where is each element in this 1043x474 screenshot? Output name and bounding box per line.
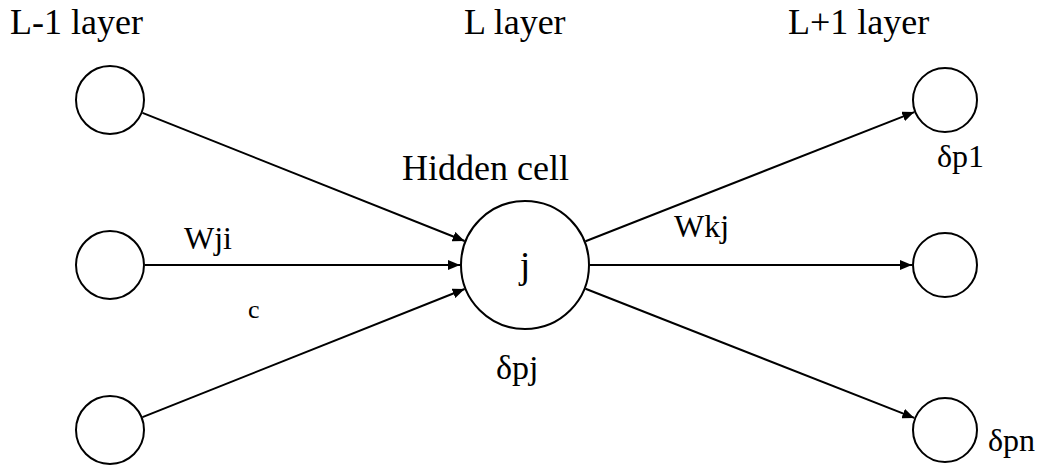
symbol-label: c: [246, 296, 262, 323]
neuron-circle: [75, 230, 145, 300]
neuron-circle: [75, 65, 145, 135]
neuron-circle: [75, 395, 145, 465]
cell-name: j: [520, 246, 531, 284]
layer-title: L-1 layer: [8, 4, 145, 42]
weight-connection: [590, 264, 912, 266]
weight-connection: [585, 112, 914, 241]
cell-caption: Hidden cell: [400, 150, 571, 188]
layer-title: L+1 layer: [786, 4, 931, 42]
weight-connection: [585, 289, 914, 418]
weight-connection: [145, 264, 460, 266]
layer-title: L layer: [462, 4, 568, 42]
symbol-label: δpj: [494, 350, 540, 386]
neuron-circle: [912, 397, 978, 463]
neuron-circle: [912, 232, 978, 298]
neuron-circle: [912, 67, 978, 133]
symbol-label: δpn: [986, 424, 1037, 458]
weight-label: Wji: [182, 222, 234, 256]
weight-connection: [143, 289, 465, 417]
hidden-cell-circle: j: [460, 200, 590, 330]
symbol-label: δp1: [935, 140, 986, 174]
weight-label: Wkj: [672, 210, 731, 244]
